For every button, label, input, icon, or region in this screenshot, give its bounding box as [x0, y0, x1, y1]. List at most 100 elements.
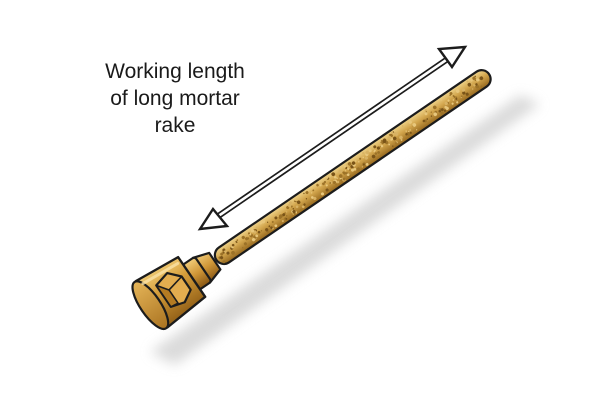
grit-speck	[449, 94, 451, 97]
grit-speck	[474, 78, 476, 80]
grit-speck	[342, 177, 346, 181]
grit-speck	[365, 150, 370, 155]
grit-speck	[274, 216, 278, 220]
grit-speck	[377, 151, 380, 154]
grit-speck	[390, 134, 393, 138]
grit-speck	[373, 150, 375, 153]
caption-line-2: of long mortar	[110, 87, 240, 110]
grit-speck	[231, 250, 235, 255]
grit-speck	[374, 152, 378, 155]
grit-speck	[279, 211, 282, 215]
grit-speck	[430, 111, 432, 113]
grit-speck	[440, 108, 444, 112]
grit-speck	[440, 111, 444, 115]
grit-speck	[238, 238, 240, 241]
rake-neck	[181, 251, 222, 291]
grit-speck	[362, 156, 365, 159]
grit-speck	[462, 91, 466, 95]
grit-speck	[392, 136, 397, 141]
grit-speck	[220, 252, 224, 256]
caption-line-3: rake	[154, 114, 196, 137]
grit-speck	[455, 89, 460, 93]
grit-speck	[460, 95, 463, 98]
grit-speck	[346, 173, 350, 177]
grit-speck	[226, 251, 230, 255]
grit-speck	[394, 132, 399, 136]
grit-speck	[325, 176, 329, 179]
grit-speck	[451, 102, 454, 105]
grit-speck	[287, 203, 292, 208]
grit-speck	[447, 99, 450, 102]
tool-shadow	[150, 95, 540, 365]
grit-speck	[409, 128, 412, 131]
grit-speck	[452, 99, 455, 101]
grit-speck	[286, 215, 288, 217]
grit-speck	[362, 152, 365, 155]
grit-speck	[368, 149, 372, 153]
grit-speck	[333, 175, 337, 179]
grit-speck	[400, 139, 403, 141]
grit-speck	[289, 201, 293, 205]
grit-speck	[409, 131, 412, 134]
grit-speck	[325, 188, 329, 192]
grit-speck	[274, 224, 278, 228]
grit-speck	[336, 180, 340, 184]
grit-speck	[300, 209, 302, 211]
grit-speck	[461, 88, 466, 92]
grit-speck	[332, 180, 337, 185]
grit-speck	[426, 118, 429, 120]
grit-speck	[453, 95, 456, 99]
grit-speck	[475, 83, 478, 86]
grit-speck	[231, 243, 235, 247]
grit-speck	[388, 143, 391, 146]
grit-speck	[343, 171, 347, 175]
grit-speck	[219, 256, 224, 260]
grit-speck	[424, 112, 428, 116]
grit-speck	[376, 146, 381, 150]
grit-speck	[358, 161, 360, 163]
grit-speck	[456, 101, 459, 104]
grit-speck	[380, 144, 384, 148]
grit-speck	[325, 184, 328, 187]
grit-speck	[247, 232, 250, 235]
grit-speck	[364, 156, 368, 160]
grit-speck	[433, 112, 438, 117]
grit-speck	[258, 220, 263, 225]
grit-speck	[467, 83, 471, 87]
grit-speck	[319, 184, 322, 187]
grit-speck	[470, 79, 473, 82]
grit-speck	[285, 217, 288, 220]
grit-speck	[295, 205, 299, 209]
grit-speck	[405, 130, 407, 132]
grit-speck	[303, 192, 305, 195]
rake-sleeve	[131, 255, 207, 331]
grit-speck	[415, 129, 418, 131]
grit-speck	[279, 214, 283, 219]
grit-speck	[296, 200, 301, 205]
grit-speck	[340, 179, 343, 182]
grit-speck	[312, 189, 315, 192]
grit-speck	[480, 85, 483, 88]
grit-speck	[392, 145, 394, 147]
grit-speck	[271, 220, 274, 223]
grit-speck	[222, 260, 226, 264]
grit-speck	[265, 228, 269, 232]
grit-speck	[351, 161, 356, 165]
grit-speck	[266, 230, 270, 234]
grit-speck	[443, 109, 447, 112]
grit-speck	[465, 92, 469, 96]
grit-speck	[235, 241, 238, 244]
grit-speck	[391, 131, 394, 135]
grit-speck	[382, 139, 387, 144]
grit-speck	[329, 182, 332, 184]
grit-speck	[438, 109, 442, 113]
grit-speck	[444, 101, 448, 106]
grit-speck	[268, 225, 271, 228]
grit-speck	[284, 212, 286, 214]
grit-speck	[479, 76, 484, 81]
grit-speck	[359, 157, 362, 160]
caption-text: Working length of long mortar rake	[40, 58, 310, 139]
grit-speck	[365, 162, 369, 166]
